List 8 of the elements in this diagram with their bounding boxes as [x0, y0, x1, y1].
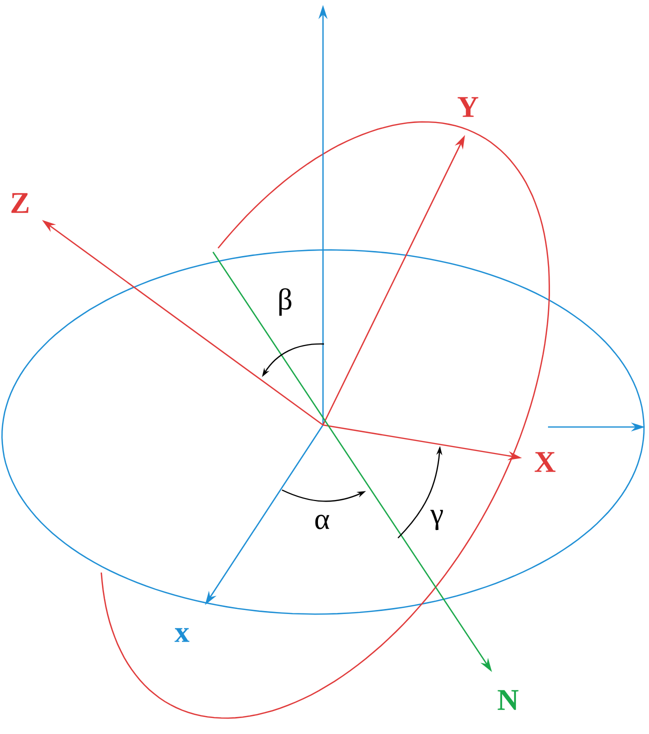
angle-label: α [315, 514, 330, 530]
axis-label: Y [458, 97, 478, 117]
axis-label: N [498, 690, 518, 710]
angle-label: γ [430, 510, 443, 530]
axis-label: x [174, 628, 190, 642]
angle-label: β [279, 288, 292, 316]
axis-label: X [534, 452, 556, 472]
axis-label: Z [11, 193, 28, 213]
